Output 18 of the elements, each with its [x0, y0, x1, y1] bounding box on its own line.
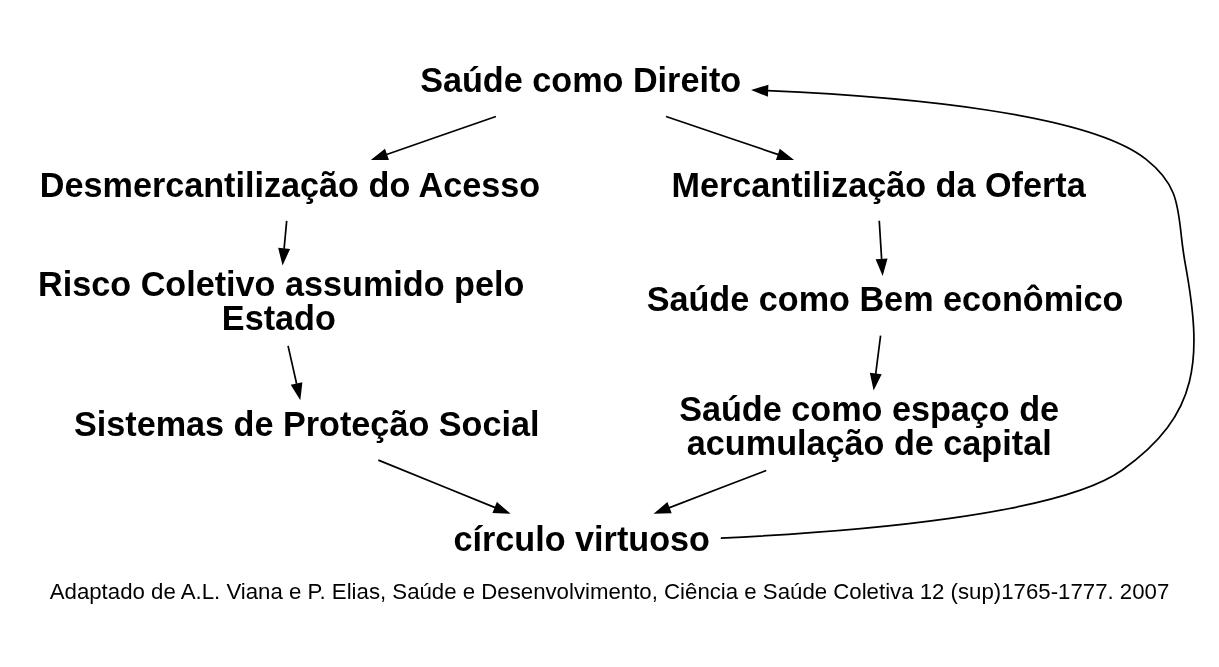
- node-text: Saúde como Direito: [420, 61, 742, 100]
- arrow: [719, 84, 1195, 539]
- node-text: Saúde como Bem econômico: [646, 280, 1124, 319]
- node-text: Saúde como espaço de acumulação de capital: [679, 389, 1060, 462]
- node-text: Mercantilização da Oferta: [671, 165, 1086, 204]
- caption: Adaptado de A.L. Viana e P. Elias, Saúde e Desenvolvimento, Ciência e Saúde Coletiva 12 (sup)1765-1777. 2007: [49, 579, 1170, 605]
- node-text: Sistemas de Proteção Social: [73, 405, 540, 444]
- arrow: [653, 469, 768, 514]
- arrow: [287, 345, 303, 401]
- arrow: [869, 334, 882, 391]
- arrow: [665, 115, 795, 161]
- arrow: [875, 219, 888, 276]
- arrow: [377, 459, 511, 514]
- node-text: Risco Coletivo assumido pelo Estado: [38, 264, 525, 338]
- arrow: [370, 115, 497, 160]
- arrow: [278, 219, 291, 266]
- node-text: Desmercantilização do Acesso: [39, 165, 541, 204]
- node-text: círculo virtuoso: [453, 519, 710, 558]
